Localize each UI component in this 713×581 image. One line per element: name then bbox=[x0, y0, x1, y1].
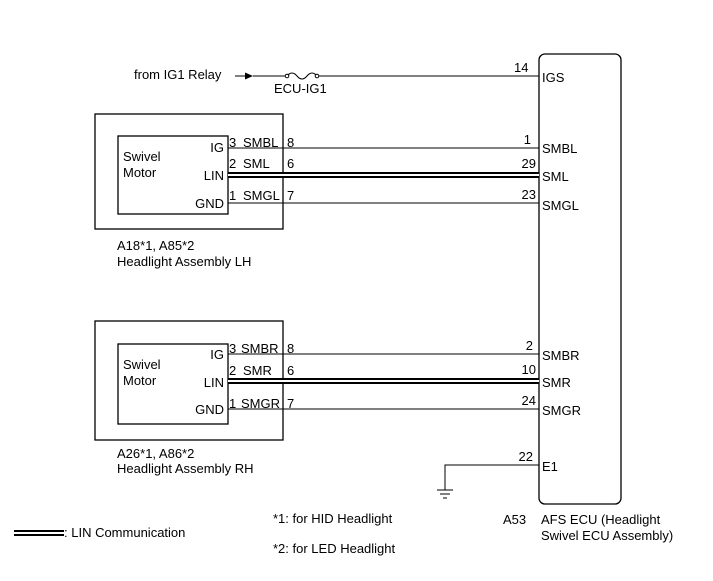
rh-assembly-code: A26*1, A86*2 bbox=[117, 446, 194, 461]
ecu-terminal-label: IGS bbox=[542, 70, 565, 85]
rh-signal-label: SMR bbox=[243, 363, 272, 378]
ground-circuit: 22 E1 bbox=[437, 449, 558, 499]
arrow-right-icon bbox=[245, 72, 253, 80]
ecu-pin-number: 22 bbox=[519, 449, 533, 464]
ecu-pin-number: 29 bbox=[522, 156, 536, 171]
ecu-terminal-label: SMGR bbox=[542, 403, 581, 418]
lh-motor-label: Motor bbox=[123, 165, 157, 180]
note-1: *1: for HID Headlight bbox=[273, 511, 393, 526]
source-label: from IG1 Relay bbox=[134, 67, 222, 82]
rh-connector-pin: 6 bbox=[287, 363, 294, 378]
lin-legend-label: : LIN Communication bbox=[64, 525, 185, 540]
rh-connector-pin: 7 bbox=[287, 396, 294, 411]
lh-connector-pin: 6 bbox=[287, 156, 294, 171]
rh-pin-number: 2 bbox=[229, 363, 236, 378]
lh-signal-label: SMBL bbox=[243, 135, 278, 150]
ecu-terminal-label: SML bbox=[542, 169, 569, 184]
rh-pin-label: IG bbox=[210, 347, 224, 362]
legend: : LIN Communication *1: for HID Headligh… bbox=[14, 511, 396, 556]
rh-pin-label: GND bbox=[195, 402, 224, 417]
lh-motor-label: Swivel bbox=[123, 149, 161, 164]
lh-pin-label: IG bbox=[210, 140, 224, 155]
rh-pin-label: LIN bbox=[204, 375, 224, 390]
ecu-pin-number: 10 bbox=[522, 362, 536, 377]
lh-assembly-name: Headlight Assembly LH bbox=[117, 254, 251, 269]
rh-signal-label: SMGR bbox=[241, 396, 280, 411]
rh-pin-number: 1 bbox=[229, 396, 236, 411]
rh-pin-number: 3 bbox=[229, 341, 236, 356]
lh-signal-label: SMGL bbox=[243, 188, 280, 203]
lh-assembly-code: A18*1, A85*2 bbox=[117, 238, 194, 253]
ecu-pin-number: 23 bbox=[522, 187, 536, 202]
lh-assembly-box bbox=[94, 113, 284, 230]
lh-signal-label: SML bbox=[243, 156, 270, 171]
note-2: *2: for LED Headlight bbox=[273, 541, 396, 556]
wire-e1 bbox=[444, 464, 539, 490]
ecu-pin-number: 24 bbox=[522, 393, 536, 408]
lh-pin-number: 3 bbox=[229, 135, 236, 150]
headlight-assembly-lh: Swivel Motor IG LIN GND 3 2 1 SMBL SML S… bbox=[94, 113, 294, 269]
ecu-box bbox=[538, 53, 622, 505]
ecu-code: A53 bbox=[503, 512, 526, 527]
lh-connector-pin: 8 bbox=[287, 135, 294, 150]
ecu-terminal-label: SMBL bbox=[542, 141, 577, 156]
ecu-terminal-label: SMR bbox=[542, 375, 571, 390]
ecu-terminal-label: SMBR bbox=[542, 348, 580, 363]
ecu-pin-number: 2 bbox=[526, 338, 533, 353]
fuse-label: ECU-IG1 bbox=[274, 81, 327, 96]
ecu-name: AFS ECU (Headlight bbox=[541, 512, 661, 527]
fuse-icon bbox=[286, 72, 318, 80]
ecu-pin-number: 1 bbox=[524, 132, 531, 147]
rh-motor-label: Swivel bbox=[123, 357, 161, 372]
lh-pin-number: 2 bbox=[229, 156, 236, 171]
rh-assembly-name: Headlight Assembly RH bbox=[117, 461, 254, 476]
ecu-terminal-label: E1 bbox=[542, 459, 558, 474]
lh-pin-label: GND bbox=[195, 196, 224, 211]
rh-connector-pin: 8 bbox=[287, 341, 294, 356]
rh-signal-label: SMBR bbox=[241, 341, 279, 356]
rh-motor-label: Motor bbox=[123, 373, 157, 388]
headlight-assembly-rh: Swivel Motor IG LIN GND 3 2 1 SMBR SMR S… bbox=[94, 320, 294, 476]
ecu-name: Swivel ECU Assembly) bbox=[541, 528, 673, 543]
lh-pin-number: 1 bbox=[229, 188, 236, 203]
lh-connector-pin: 7 bbox=[287, 188, 294, 203]
igs-circuit: from IG1 Relay ECU-IG1 14 IGS bbox=[134, 60, 565, 96]
ecu-pin-number: 14 bbox=[514, 60, 528, 75]
ecu-terminal-label: SMGL bbox=[542, 198, 579, 213]
lh-pin-label: LIN bbox=[204, 168, 224, 183]
